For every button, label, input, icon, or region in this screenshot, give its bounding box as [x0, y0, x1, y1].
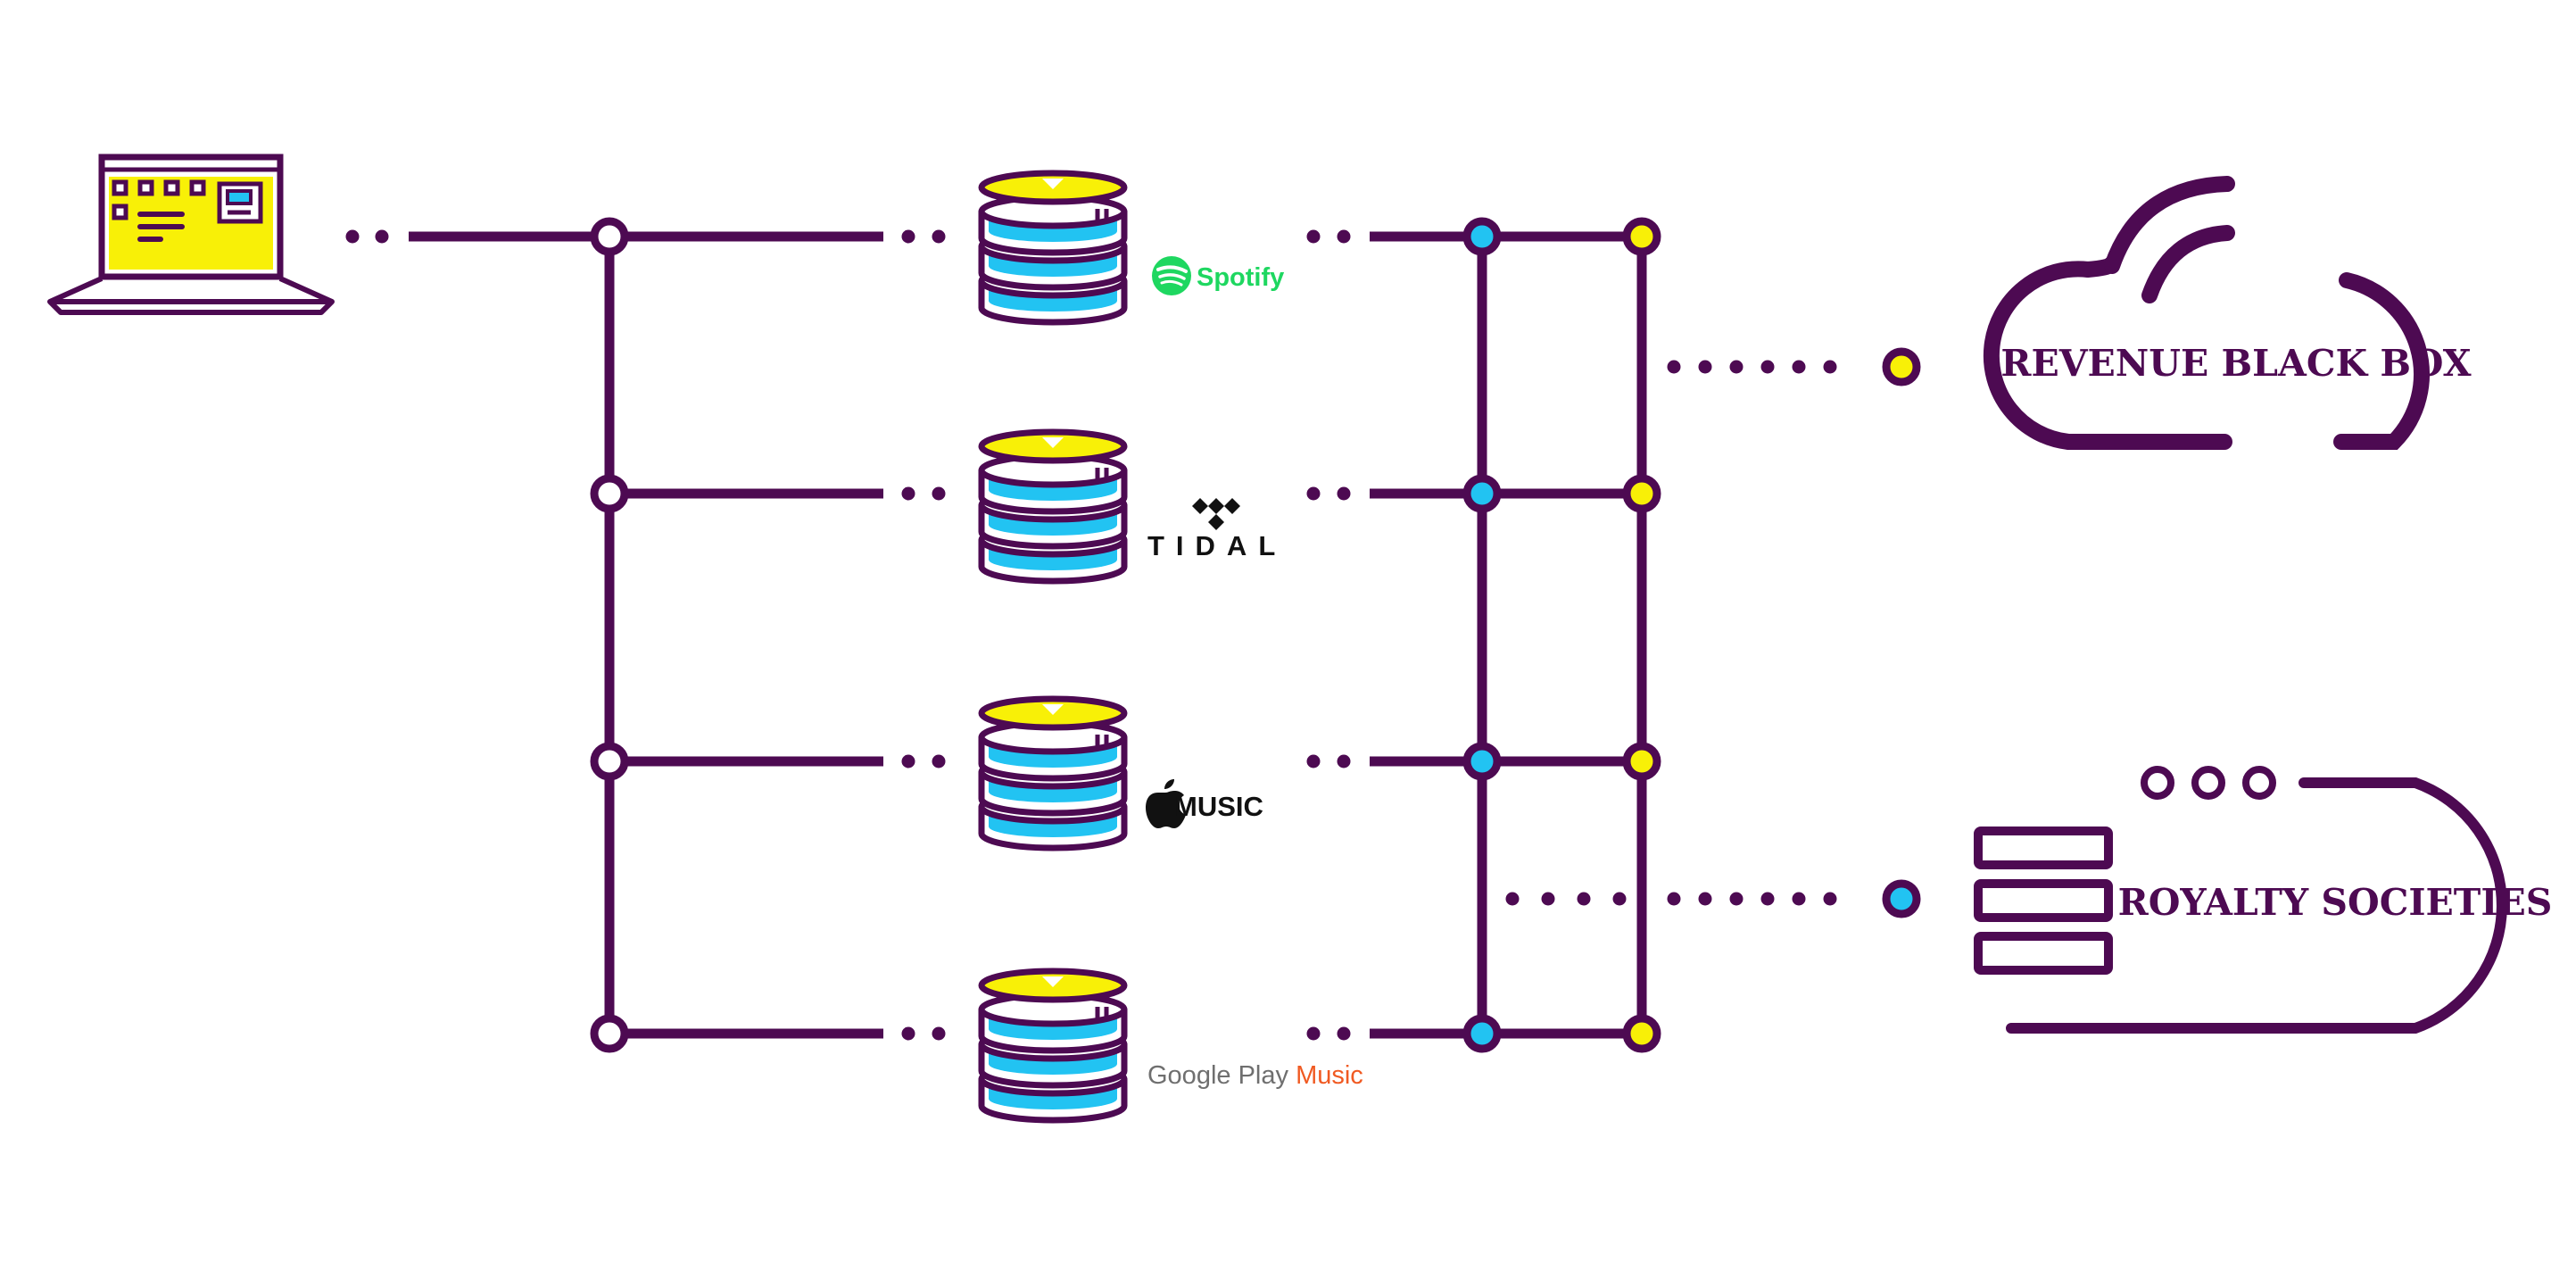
dot — [1760, 360, 1775, 374]
yellow-junction-node — [1622, 474, 1661, 513]
google-play-music-label: Google Play Music — [1147, 1061, 1363, 1090]
more-dots-icon — [2141, 766, 2276, 800]
yellow-junction-node — [1622, 1014, 1661, 1053]
dot — [1612, 892, 1627, 906]
connection-lines — [345, 217, 1921, 1053]
dot — [1541, 892, 1555, 906]
dot — [1337, 229, 1351, 244]
dot — [1306, 486, 1321, 501]
royalty-outline — [2006, 777, 2507, 1034]
server-notch — [1042, 704, 1064, 715]
blue-junction-node — [1462, 474, 1502, 513]
dot — [901, 754, 915, 768]
apple-icon — [1146, 779, 1186, 828]
blue-junction-node — [1462, 742, 1502, 781]
junction-node — [590, 1014, 629, 1053]
dot — [1667, 360, 1681, 374]
spotify-label: Spotify — [1197, 263, 1284, 292]
dot — [901, 1026, 915, 1041]
revenue-endpoint-node — [1882, 347, 1921, 386]
server-stacks — [978, 170, 1128, 1124]
dot — [1306, 229, 1321, 244]
royalty-endpoint-node — [1882, 879, 1921, 918]
dot — [1792, 360, 1806, 374]
junction-node — [590, 474, 629, 513]
apple-music-label: MUSIC — [1174, 791, 1263, 822]
dot — [1337, 486, 1351, 501]
royalty-societies-label: ROYALTY SOCIETIES — [2118, 881, 2553, 924]
cloud-icon — [1983, 176, 2430, 450]
blue-junction-node — [1462, 217, 1502, 256]
dot — [901, 229, 915, 244]
server-stack-icon — [978, 428, 1128, 585]
dot — [1729, 360, 1744, 374]
junction-node — [590, 742, 629, 781]
google-play-text: Google Play — [1147, 1061, 1288, 1090]
dot — [932, 754, 946, 768]
dot — [1306, 754, 1321, 768]
server-notch — [1042, 976, 1064, 987]
spotify-logo: Spotify — [1152, 256, 1284, 295]
dot — [1698, 360, 1712, 374]
dot — [932, 486, 946, 501]
apple-music-logo: MUSIC — [1146, 779, 1263, 828]
royalty-societies: ROYALTY SOCIETIES — [1974, 766, 2553, 1034]
server-notch — [1042, 437, 1064, 448]
yellow-junction-node — [1622, 217, 1661, 256]
tidal-logo: TIDAL — [1147, 498, 1287, 561]
dot — [1337, 1026, 1351, 1041]
dot — [1577, 892, 1591, 906]
dot — [1698, 892, 1712, 906]
dot — [1792, 892, 1806, 906]
dot — [1337, 754, 1351, 768]
junction-node — [590, 217, 629, 256]
dot — [1760, 892, 1775, 906]
dot — [932, 229, 946, 244]
dot — [345, 229, 360, 244]
revenue-black-box: REVENUE BLACK BOX — [1983, 176, 2472, 450]
laptop-icon — [47, 154, 335, 315]
dot — [375, 229, 389, 244]
dot — [1667, 892, 1681, 906]
tidal-icon — [1192, 498, 1240, 530]
dot — [1823, 360, 1837, 374]
revenue-black-box-label: REVENUE BLACK BOX — [2000, 342, 2471, 385]
server-stack-icon — [978, 968, 1128, 1124]
google-music-text: Music — [1296, 1061, 1363, 1090]
server-stack-icon — [978, 695, 1128, 851]
blue-junction-node — [1462, 1014, 1502, 1053]
server-stack-icon — [978, 170, 1128, 326]
dot — [932, 1026, 946, 1041]
dot — [1505, 892, 1520, 906]
google-play-music-logo: Google Play Music — [1147, 1061, 1363, 1090]
registry-icon — [1974, 827, 2113, 975]
yellow-junction-node — [1622, 742, 1661, 781]
dot — [901, 486, 915, 501]
server-notch — [1042, 179, 1064, 189]
dot — [1306, 1026, 1321, 1041]
tidal-label: TIDAL — [1147, 530, 1287, 561]
dot — [1823, 892, 1837, 906]
dot — [1729, 892, 1744, 906]
